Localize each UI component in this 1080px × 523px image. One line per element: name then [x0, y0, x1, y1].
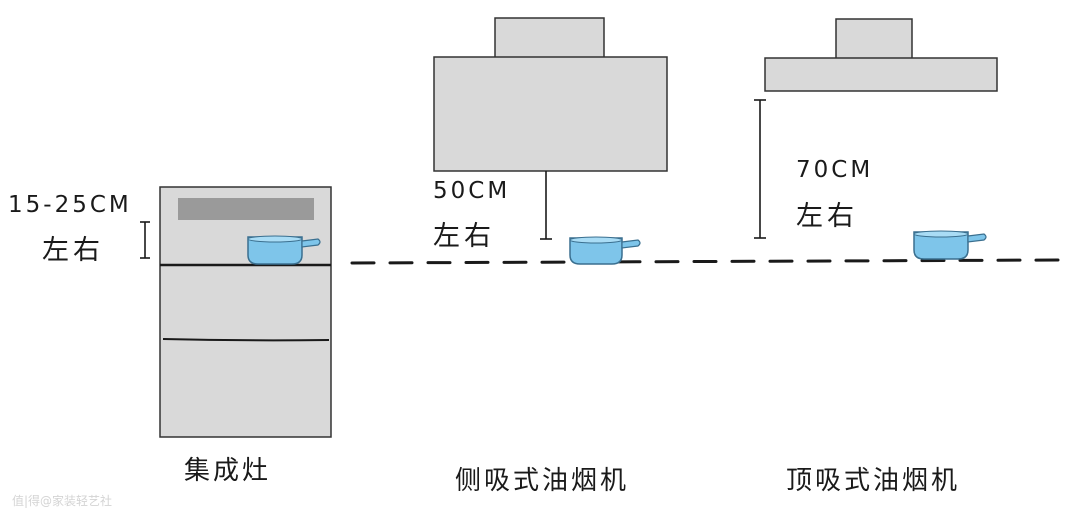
- top-hood-dimension-marker: [754, 99, 766, 239]
- stove-icon: [159, 186, 332, 438]
- pot-icon: [247, 235, 321, 265]
- hood-icon: [764, 18, 998, 92]
- stove-control-panel: [178, 198, 314, 220]
- top-hood-height-label: 70CM: [796, 157, 874, 183]
- pot-icon: [913, 230, 987, 260]
- stove-caption: 集成灶: [184, 456, 272, 486]
- stove-approx-label: 左右: [42, 235, 104, 266]
- side-hood-approx-label: 左右: [433, 221, 495, 252]
- stove-height-label: 15-25CM: [8, 192, 132, 218]
- pot-icon: [569, 236, 641, 265]
- side-hood-height-label: 50CM: [433, 178, 511, 204]
- top-hood-caption: 顶吸式油烟机: [786, 466, 961, 496]
- watermark: 值|得@家装轻艺社: [12, 494, 113, 508]
- counter-dashed-line: [350, 258, 1062, 265]
- top-hood-approx-label: 左右: [796, 201, 858, 232]
- stove-drawer-line: [162, 338, 330, 342]
- side-hood-icon: [433, 17, 668, 172]
- side-hood-caption: 侧吸式油烟机: [455, 466, 630, 496]
- stove-dimension-marker: [140, 221, 150, 259]
- side-hood-dimension-marker: [540, 171, 552, 240]
